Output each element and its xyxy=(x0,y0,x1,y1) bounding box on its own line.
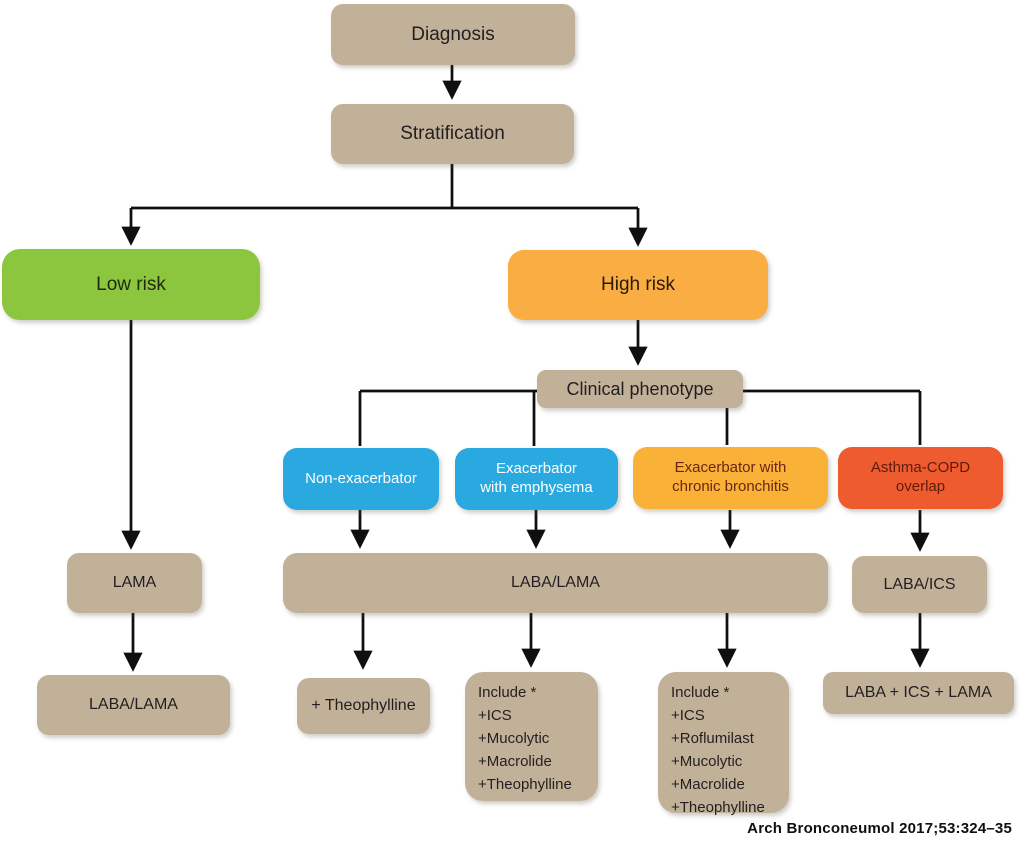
node-include-bronchitis: Include * +ICS +Roflumilast +Mucolytic +… xyxy=(658,672,789,816)
node-high-risk: High risk xyxy=(508,250,768,320)
node-diagnosis: Diagnosis xyxy=(331,4,575,65)
node-theophylline: + Theophylline xyxy=(297,678,430,734)
node-lama: LAMA xyxy=(67,553,202,613)
node-include-emphysema: Include * +ICS +Mucolytic +Macrolide +Th… xyxy=(465,672,598,801)
citation-text: Arch Bronconeumol 2017;53:324–35 xyxy=(747,820,1012,837)
node-laba-ics: LABA/ICS xyxy=(852,556,987,613)
node-non-exacerbator: Non-exacerbator xyxy=(283,448,439,510)
node-asthma-copd-overlap: Asthma-COPD overlap xyxy=(838,447,1003,509)
node-low-risk: Low risk xyxy=(2,249,260,320)
node-laba-lama-wide: LABA/LAMA xyxy=(283,553,828,613)
node-exacerbator-emphysema: Exacerbator with emphysema xyxy=(455,448,618,510)
node-clinical-phenotype: Clinical phenotype xyxy=(537,370,743,408)
node-laba-lama-left: LABA/LAMA xyxy=(37,675,230,735)
node-laba-ics-lama: LABA + ICS + LAMA xyxy=(823,672,1014,714)
node-exacerbator-bronchitis: Exacerbator with chronic bronchitis xyxy=(633,447,828,509)
node-stratification: Stratification xyxy=(331,104,574,164)
